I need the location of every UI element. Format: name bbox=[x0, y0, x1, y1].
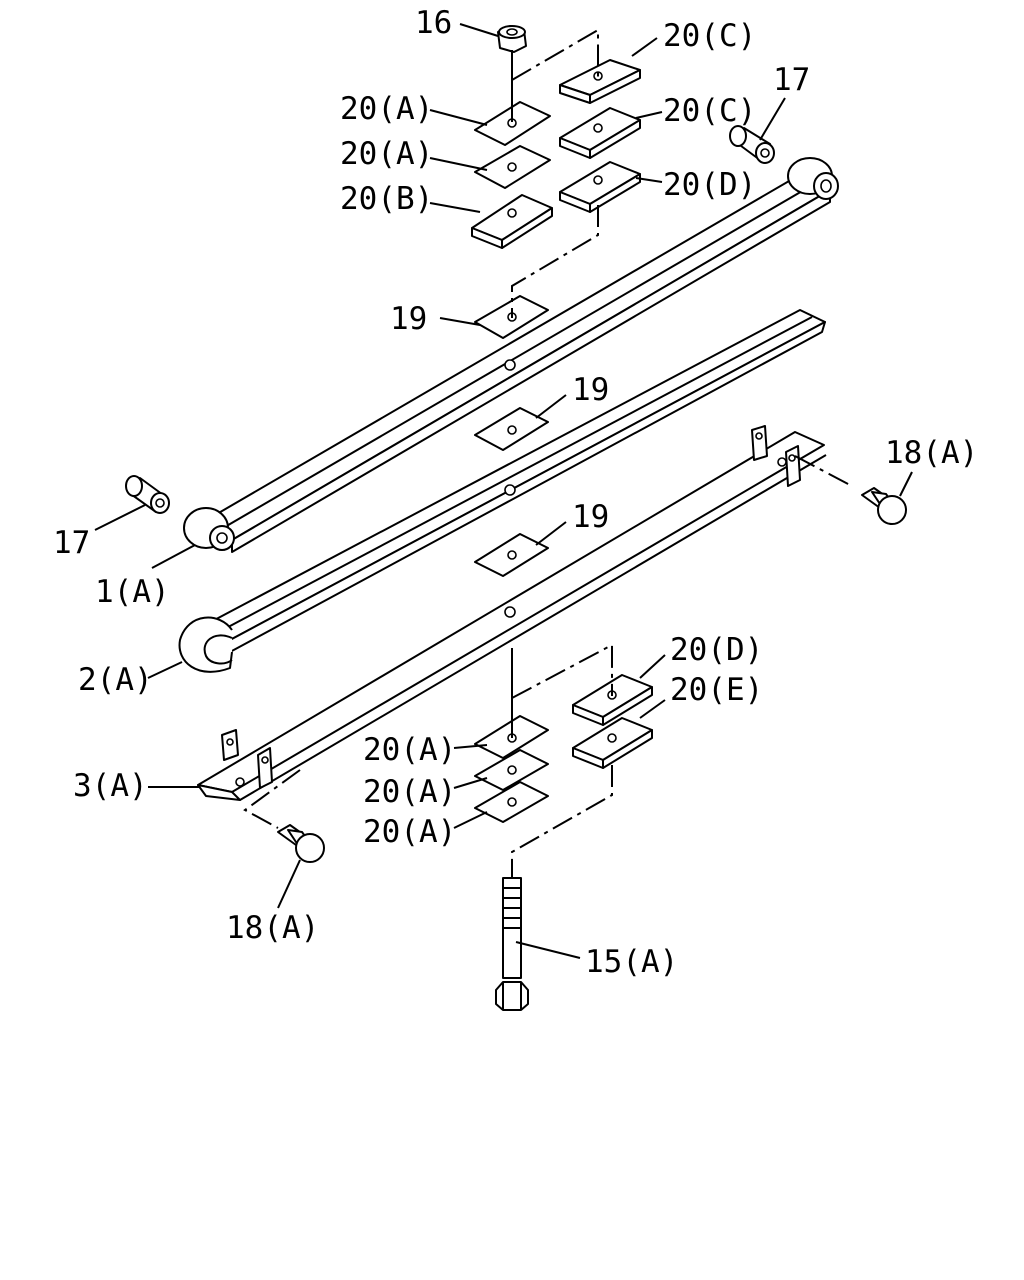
bolt-18a-right bbox=[861, 487, 907, 525]
callout-20c-2: 20(C) bbox=[663, 93, 756, 129]
callout-3a: 3(A) bbox=[73, 768, 148, 804]
spring-eye-left bbox=[183, 507, 235, 551]
leaf-spring-1 bbox=[209, 169, 831, 553]
callout-20e: 20(E) bbox=[670, 672, 763, 708]
rebound-clip-left bbox=[221, 729, 273, 789]
callout-20a-bottom-3: 20(A) bbox=[363, 814, 456, 850]
spacer-20d-top bbox=[559, 161, 641, 213]
callout-15a: 15(A) bbox=[585, 944, 678, 980]
spacer-20a-top-2 bbox=[474, 145, 551, 189]
spacer-20c-2 bbox=[559, 107, 641, 159]
spring-wrapper-left bbox=[178, 616, 233, 673]
leaf-spring-2 bbox=[204, 309, 826, 653]
callout-20a-top-1: 20(A) bbox=[340, 91, 433, 127]
callout-1a: 1(A) bbox=[95, 574, 170, 610]
assembly-axis-lines bbox=[243, 28, 851, 878]
spacer-20e bbox=[572, 717, 653, 769]
callout-20a-bottom-1: 20(A) bbox=[363, 732, 456, 768]
spring-eye-right bbox=[787, 157, 839, 200]
callout-19-1: 19 bbox=[390, 301, 427, 337]
callout-20a-top-2: 20(A) bbox=[340, 136, 433, 172]
callout-20c-top: 20(C) bbox=[663, 18, 756, 54]
callout-19-2: 19 bbox=[572, 372, 609, 408]
bolt-18a-left bbox=[277, 824, 325, 863]
spacer-20a-bottom-2 bbox=[474, 749, 549, 791]
callout-17-right: 17 bbox=[773, 62, 810, 98]
spacer-19-3 bbox=[474, 533, 549, 577]
leader-lines bbox=[94, 23, 913, 959]
bushing-17-left bbox=[125, 475, 170, 514]
spacer-20a-bottom-3 bbox=[474, 781, 549, 823]
spacer-20b bbox=[471, 194, 553, 249]
spacer-20a-top-1 bbox=[474, 101, 551, 146]
center-bolt-15a bbox=[495, 877, 529, 1011]
callout-20d-top: 20(D) bbox=[663, 167, 756, 203]
callout-labels: 16 20(C) 17 20(A) 20(C) 20(A) 20(D) 20(B… bbox=[53, 5, 978, 980]
leaf-spring-3 bbox=[197, 431, 827, 801]
callout-19-3: 19 bbox=[572, 499, 609, 535]
callout-18a-left: 18(A) bbox=[226, 910, 319, 946]
bushing-17-right bbox=[729, 125, 775, 164]
callout-17-left: 17 bbox=[53, 525, 90, 561]
spacer-19-2 bbox=[474, 407, 549, 451]
callout-20d-bottom: 20(D) bbox=[670, 632, 763, 668]
nut-16 bbox=[497, 25, 527, 53]
callout-20a-bottom-2: 20(A) bbox=[363, 774, 456, 810]
callout-20b: 20(B) bbox=[340, 181, 433, 217]
callout-2a: 2(A) bbox=[78, 662, 153, 698]
callout-18a-right: 18(A) bbox=[885, 435, 978, 471]
callout-16: 16 bbox=[415, 5, 452, 41]
spacer-20c-top bbox=[559, 59, 641, 104]
